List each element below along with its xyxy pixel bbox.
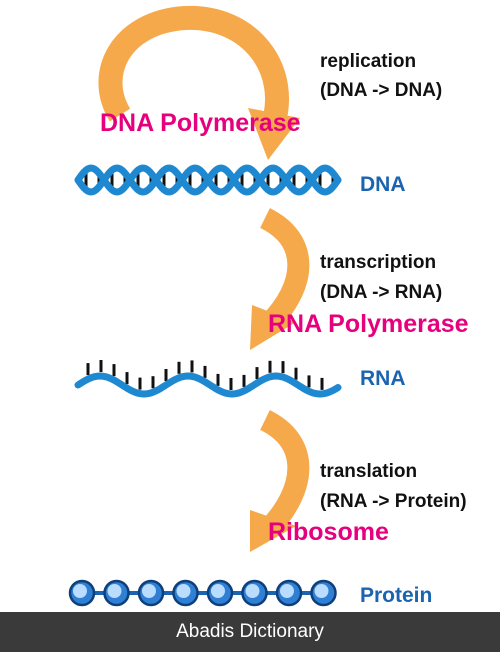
dna-strand-2 <box>74 164 342 196</box>
footer-text[interactable]: Abadis Dictionary <box>176 621 324 642</box>
transcription-title: transcription <box>320 252 436 273</box>
dna-label: DNA <box>360 173 406 196</box>
translation-title: translation <box>320 461 417 482</box>
amino-acid-bead-highlight <box>73 584 87 598</box>
rna-label: RNA <box>360 367 406 390</box>
replication-formula: (DNA -> DNA) <box>320 80 442 101</box>
replication-title: replication <box>320 51 416 72</box>
amino-acid-bead-highlight <box>107 584 122 598</box>
translation-arrow <box>250 410 310 552</box>
amino-acid-bead-highlight <box>245 584 260 598</box>
dna-polymerase-label: DNA Polymerase <box>100 109 301 137</box>
central-dogma-diagram: replication (DNA -> DNA) DNA Polymerase … <box>68 5 469 607</box>
amino-acid-bead-highlight <box>211 584 225 598</box>
transcription-formula: (DNA -> RNA) <box>320 282 442 303</box>
rna-polymerase-label: RNA Polymerase <box>268 310 469 338</box>
transcription-arrow <box>250 208 310 350</box>
footer-bar: Abadis Dictionary <box>0 612 500 652</box>
rna-strand <box>74 360 342 398</box>
translation-formula: (RNA -> Protein) <box>320 491 467 512</box>
rna-backbone <box>74 372 342 398</box>
dna-helix <box>74 164 342 196</box>
protein-chain <box>68 579 337 607</box>
amino-acid-bead-highlight <box>280 584 294 598</box>
ribosome-label: Ribosome <box>268 518 389 546</box>
amino-acid-bead-highlight <box>176 584 191 598</box>
protein-label: Protein <box>360 584 432 607</box>
replication-arrow <box>98 5 300 160</box>
amino-acid-bead-highlight <box>314 584 329 598</box>
amino-acid-bead-highlight <box>142 584 156 598</box>
